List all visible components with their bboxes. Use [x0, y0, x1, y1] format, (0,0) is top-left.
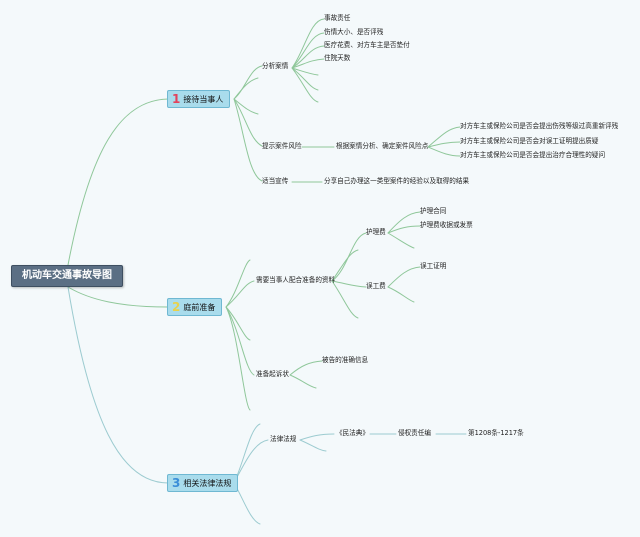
branch-number-1: 1	[172, 92, 181, 106]
leaf-defendant-info[interactable]: 被告的准确信息	[322, 356, 369, 364]
node-prepare-complaint[interactable]: 准备起诉状	[256, 370, 289, 378]
link-root-branch3	[67, 286, 169, 484]
leaf-risk-treatment[interactable]: 对方车主或保险公司是否会提出治疗合理性的疑问	[460, 151, 606, 159]
node-case-risk[interactable]: 提示案件风险	[262, 142, 302, 150]
node-nursing-fee[interactable]: 护理费	[366, 228, 386, 236]
leaf-work-proof[interactable]: 误工证明	[420, 262, 447, 270]
branch-number-2: 2	[172, 300, 181, 314]
leaf-risk-reassess[interactable]: 对方车主或保险公司是否会提出伤残等级过高重新评残	[460, 122, 619, 130]
leaf-tort-part[interactable]: 侵权责任编	[398, 429, 431, 437]
branch-label-3: 相关法律法规	[183, 479, 232, 488]
leaf-civil-code[interactable]: 《民法典》	[336, 429, 369, 437]
branch-number-3: 3	[172, 476, 181, 490]
link-root-branch2	[67, 286, 169, 308]
leaf-risk-work-proof[interactable]: 对方车主或保险公司是否会对误工证明提出质疑	[460, 137, 599, 145]
leaf-injury-disability[interactable]: 伤情大小、是否评残	[324, 28, 384, 36]
node-client-materials[interactable]: 需要当事人配合准备的资料	[256, 276, 336, 284]
leaf-medical-costs[interactable]: 医疗花费、对方车主是否垫付	[324, 41, 410, 49]
leaf-accident-liability[interactable]: 事故责任	[324, 14, 351, 22]
node-risk-analysis[interactable]: 根据案情分析、确定案件风险点	[336, 142, 429, 150]
node-laws[interactable]: 法律法规	[270, 435, 297, 443]
node-analyze-case[interactable]: 分析案情	[262, 62, 289, 70]
leaf-hospital-days[interactable]: 住院天数	[324, 54, 351, 62]
leaf-articles[interactable]: 第1208条-1217条	[468, 429, 524, 437]
node-lost-wages[interactable]: 误工费	[366, 282, 386, 290]
node-promotion[interactable]: 适当宣传	[262, 177, 289, 185]
branch-label-1: 接待当事人	[183, 95, 224, 104]
link-root-branch1	[67, 98, 169, 266]
leaf-share-experience[interactable]: 分享自己办理这一类型案件的经验以及取得的结果	[324, 177, 470, 185]
leaf-nursing-receipt[interactable]: 护理费收据或发票	[420, 221, 473, 229]
branch-label-2: 庭前准备	[183, 303, 216, 312]
leaf-nursing-contract[interactable]: 护理合同	[420, 207, 447, 215]
root-node[interactable]: 机动车交通事故导图	[11, 265, 123, 287]
